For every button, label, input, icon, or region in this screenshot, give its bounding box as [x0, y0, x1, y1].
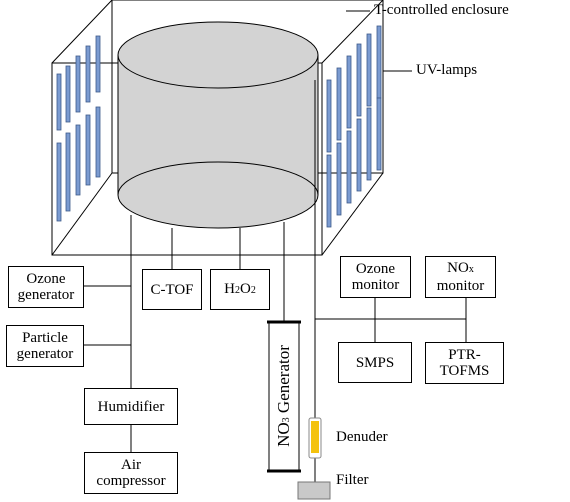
- air-compressor-box: Air compressor: [84, 452, 178, 494]
- h2o2-box: H2O2: [210, 269, 270, 310]
- smps-box: SMPS: [338, 342, 412, 383]
- smps-label: SMPS: [355, 354, 395, 371]
- label-enclosure: T-controlled enclosure: [374, 2, 509, 18]
- denuder: [308, 417, 322, 459]
- no3-generator-label: NO3 Generator: [274, 345, 293, 447]
- label-uv-lamps: UV-lamps: [416, 62, 478, 78]
- ozone-monitor-line1: Ozone: [355, 261, 396, 277]
- filter: [297, 481, 331, 500]
- c-tof-box: C-TOF: [142, 269, 202, 310]
- ozone-generator-line2: generator: [17, 287, 75, 303]
- chamber-cylinder: [117, 21, 319, 229]
- leader-lines: [346, 10, 412, 72]
- air-compressor-line1: Air: [121, 457, 141, 473]
- humidifier-label: Humidifier: [97, 398, 165, 415]
- ozone-monitor-line2: monitor: [351, 277, 400, 293]
- humidifier-box: Humidifier: [84, 388, 178, 425]
- c-tof-label: C-TOF: [150, 281, 194, 298]
- uv-lamps-right: [326, 25, 382, 228]
- nox-monitor-line1: NOx: [447, 260, 474, 276]
- nox-monitor-line2: monitor: [436, 278, 485, 294]
- no3-generator-tube: [267, 320, 301, 473]
- ozone-generator-box: Ozone generator: [8, 266, 84, 308]
- ozone-generator-line1: Ozone: [26, 271, 66, 287]
- label-denuder: Denuder: [336, 429, 388, 445]
- h2o2-label: H2O2: [224, 280, 256, 297]
- ptr-tofms-box: PTR- TOFMS: [425, 342, 504, 384]
- particle-generator-line1: Particle: [22, 330, 68, 346]
- particle-generator-box: Particle generator: [6, 325, 84, 367]
- uv-lamps-left: [56, 35, 101, 222]
- air-compressor-line2: compressor: [96, 473, 166, 489]
- label-filter: Filter: [336, 472, 369, 488]
- connection-lines: [84, 80, 467, 482]
- ozone-monitor-box: Ozone monitor: [340, 256, 411, 298]
- nox-monitor-box: NOx monitor: [425, 256, 496, 298]
- ptr-tofms-line2: TOFMS: [439, 363, 490, 379]
- ptr-tofms-line1: PTR-: [448, 347, 481, 363]
- particle-generator-line2: generator: [16, 346, 74, 362]
